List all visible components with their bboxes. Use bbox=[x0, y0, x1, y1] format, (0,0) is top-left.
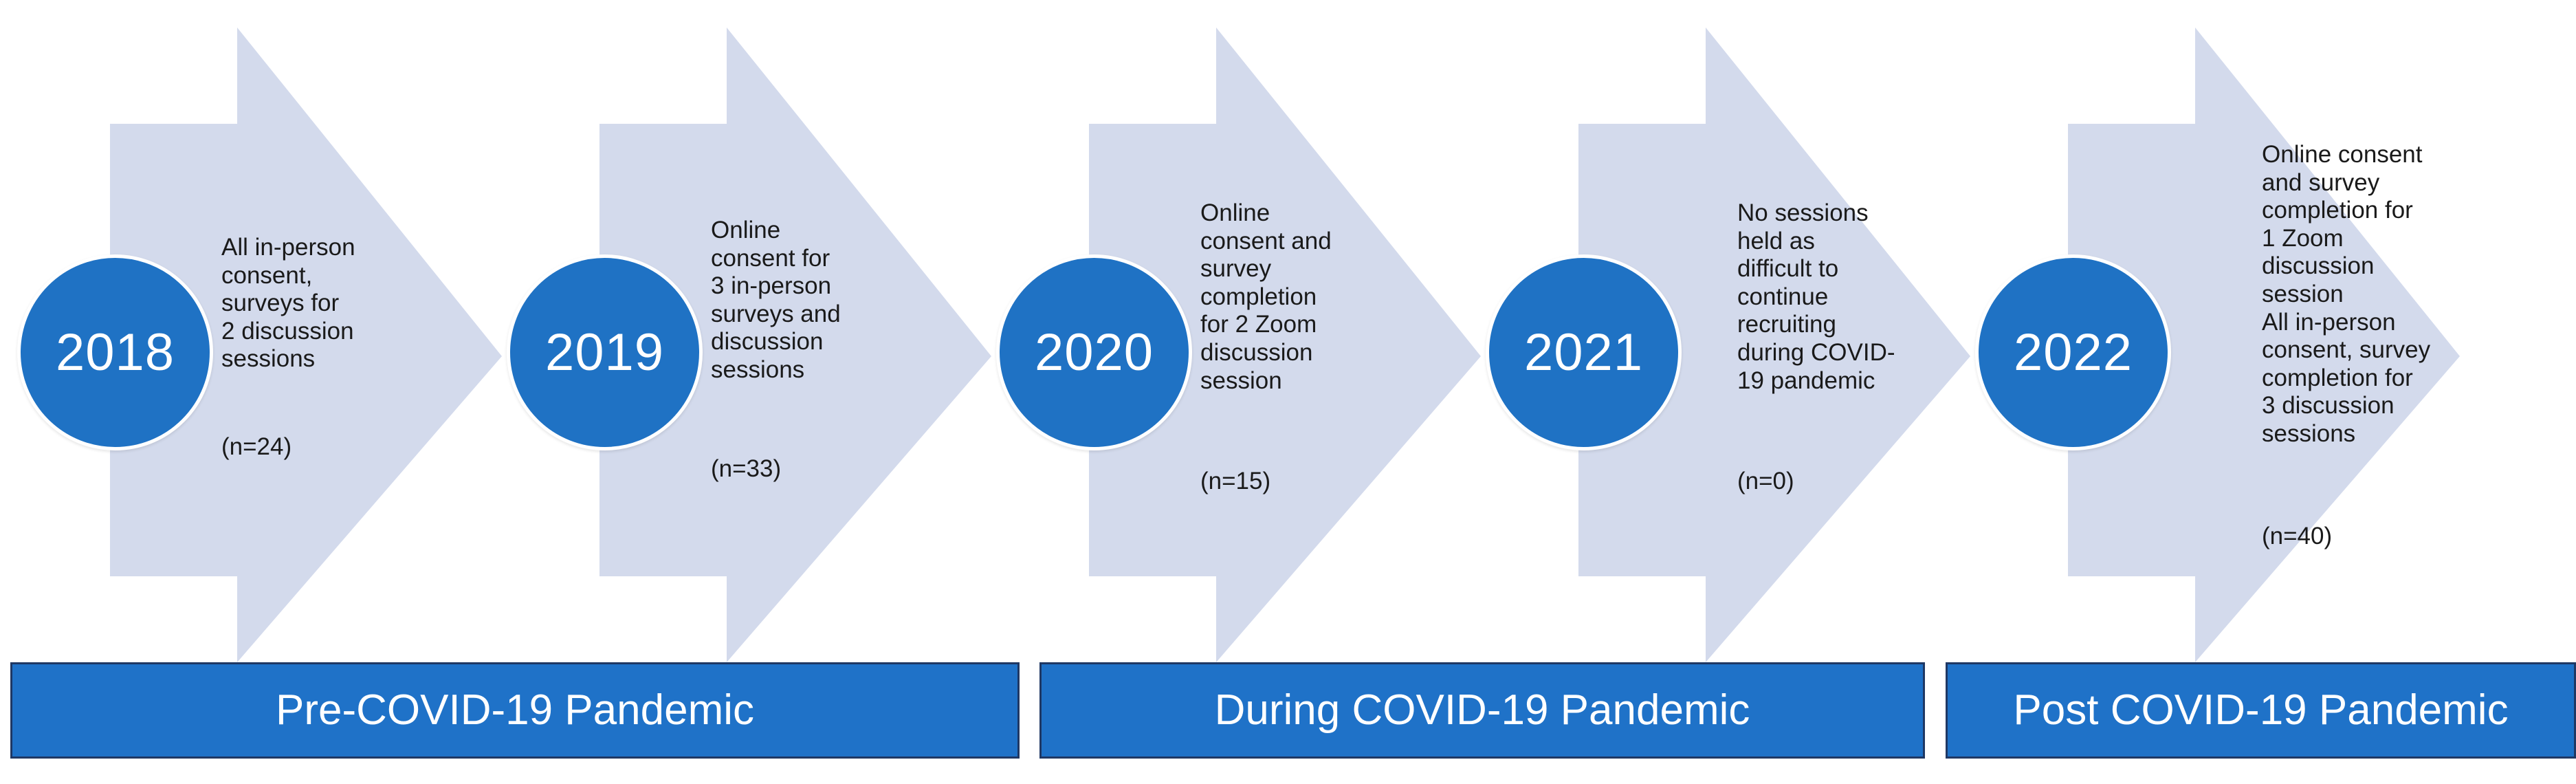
year-label-2022: 2022 bbox=[2013, 323, 2133, 382]
phase-label-during-covid: During COVID-19 Pandemic bbox=[1214, 686, 1750, 734]
arrow-shape-2018 bbox=[110, 28, 502, 662]
step-description-2018: All in-person consent, surveys for 2 dis… bbox=[221, 234, 355, 373]
year-label-2019: 2019 bbox=[544, 323, 665, 382]
arrow-shape-2021 bbox=[1578, 28, 1970, 662]
arrow-shape-2020 bbox=[1089, 28, 1481, 662]
year-label-2020: 2020 bbox=[1034, 323, 1154, 382]
phase-bar-post-covid[interactable]: Post COVID-19 Pandemic bbox=[1946, 662, 2576, 759]
year-label-2021: 2021 bbox=[1523, 323, 1644, 382]
step-description-2022: Online consent and survey completion for… bbox=[2262, 141, 2431, 447]
year-bubble-2019[interactable]: 2019 bbox=[507, 254, 703, 450]
step-count-2020: (n=15) bbox=[1200, 468, 1271, 494]
year-bubble-2018[interactable]: 2018 bbox=[17, 254, 213, 450]
arrow-shape-2019 bbox=[599, 28, 991, 662]
year-bubble-2021[interactable]: 2021 bbox=[1486, 254, 1682, 450]
arrow-shape-2022 bbox=[2068, 28, 2460, 662]
phase-bar-pre-covid[interactable]: Pre-COVID-19 Pandemic bbox=[10, 662, 1020, 759]
step-description-2019: Online consent for 3 in-person surveys a… bbox=[711, 217, 841, 383]
phase-bar-during-covid[interactable]: During COVID-19 Pandemic bbox=[1039, 662, 1925, 759]
step-description-2020: Online consent and survey completion for… bbox=[1200, 199, 1332, 394]
year-label-2018: 2018 bbox=[55, 323, 175, 382]
phase-label-post-covid: Post COVID-19 Pandemic bbox=[2013, 686, 2509, 734]
step-description-2021: No sessions held as difficult to continu… bbox=[1737, 199, 1895, 394]
year-bubble-2020[interactable]: 2020 bbox=[996, 254, 1192, 450]
step-count-2019: (n=33) bbox=[711, 455, 782, 482]
step-count-2021: (n=0) bbox=[1737, 468, 1794, 494]
step-count-2022: (n=40) bbox=[2262, 523, 2333, 549]
year-bubble-2022[interactable]: 2022 bbox=[1975, 254, 2171, 450]
step-count-2018: (n=24) bbox=[221, 433, 292, 460]
phase-label-pre-covid: Pre-COVID-19 Pandemic bbox=[275, 686, 755, 734]
